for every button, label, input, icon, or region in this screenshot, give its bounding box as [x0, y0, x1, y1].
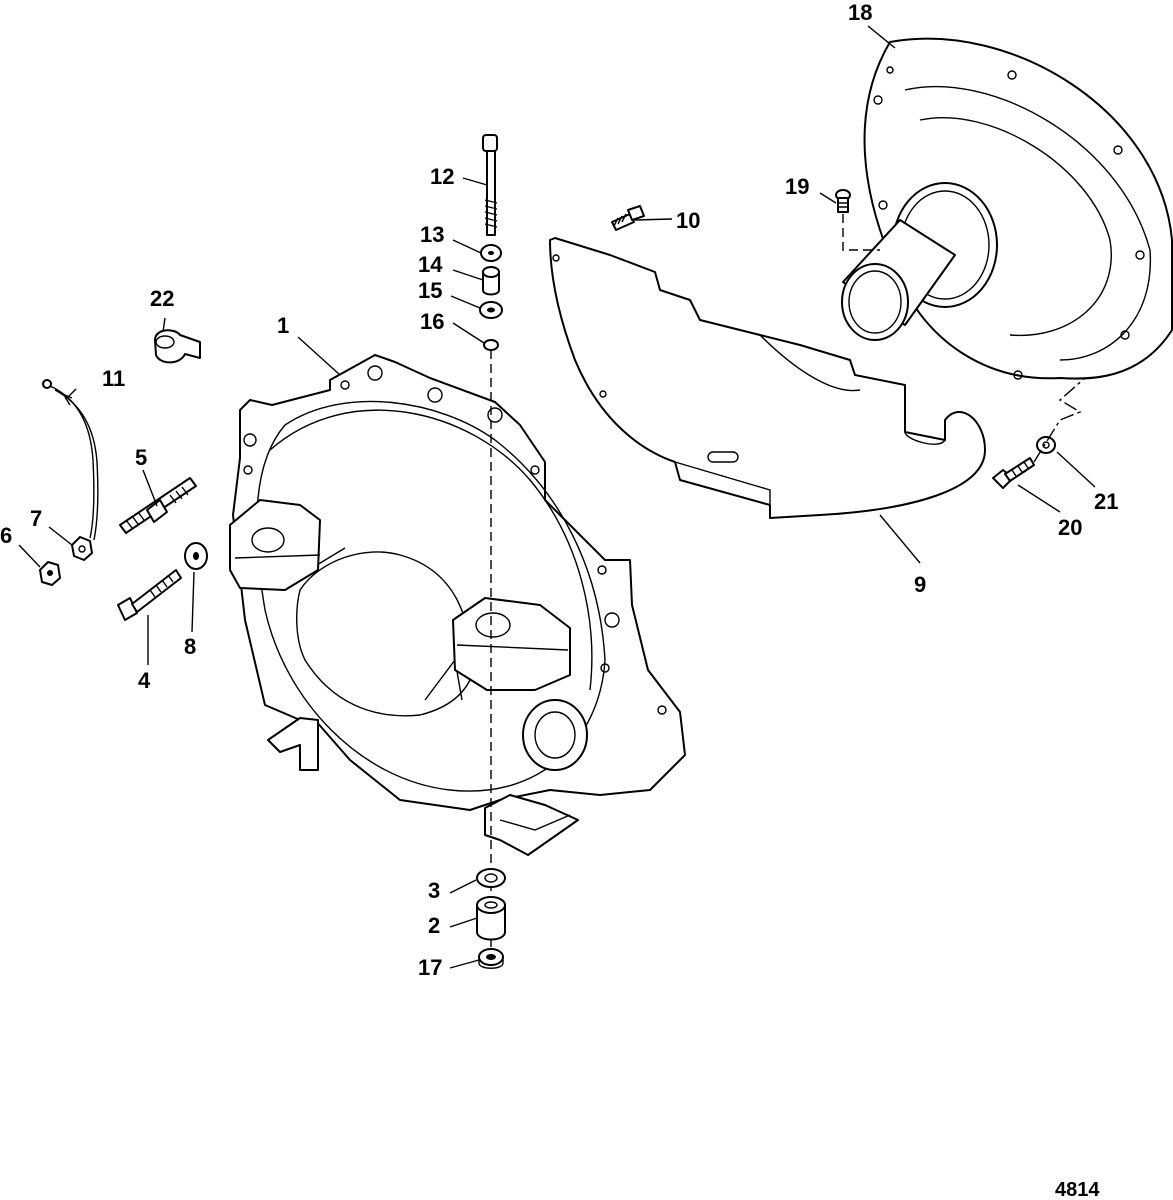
- leader-lines: [18, 25, 1096, 969]
- callout-8: 8: [184, 634, 196, 659]
- part-19-fitting: [835, 189, 851, 213]
- part-5-stud: [119, 477, 197, 534]
- part-15-washer-hole: [487, 307, 495, 313]
- part-8-washer: [184, 542, 208, 570]
- part-6-nut: [39, 561, 61, 586]
- callout-1: 1: [277, 313, 289, 338]
- callout-5: 5: [135, 445, 147, 470]
- callout-15: 15: [418, 278, 442, 303]
- part-13-washer-hole: [488, 251, 494, 255]
- callout-14: 14: [418, 252, 443, 277]
- callout-17: 17: [418, 955, 442, 980]
- callout-3: 3: [428, 878, 440, 903]
- callout-20: 20: [1058, 515, 1082, 540]
- part-21-washer-hole: [1042, 441, 1050, 449]
- part-20-bolt: [992, 457, 1035, 489]
- callout-21: 21: [1094, 489, 1118, 514]
- assembly-axis-20-21: [1033, 377, 1086, 463]
- part-7-nut: [71, 536, 93, 561]
- callout-6: 6: [0, 523, 12, 548]
- callout-11: 11: [102, 366, 125, 391]
- assembly-axis-19: [842, 214, 880, 251]
- callout-10: 10: [676, 208, 700, 233]
- callout-4: 4: [138, 668, 151, 693]
- part-22-clip: [154, 329, 201, 364]
- figure-number: 4814: [1055, 1179, 1100, 1200]
- part-10-screw: [611, 205, 645, 231]
- part-12-bolt: [482, 134, 498, 236]
- callout-16: 16: [420, 309, 444, 334]
- part-1-flywheel-housing: [229, 354, 686, 856]
- callout-2: 2: [428, 913, 440, 938]
- part-2-isolator: [476, 896, 506, 941]
- callout-22: 22: [150, 286, 174, 311]
- part-4-bolt: [117, 569, 182, 621]
- callout-18: 18: [848, 0, 872, 25]
- part-9-flywheel-cover: [549, 237, 986, 519]
- callout-13: 13: [420, 222, 444, 247]
- callout-7: 7: [30, 506, 42, 531]
- callout-19: 19: [785, 174, 809, 199]
- part-3-washer: [476, 868, 506, 888]
- part-14-spacer: [482, 266, 500, 296]
- part-17-nut: [478, 948, 504, 969]
- part-16-ring: [483, 339, 499, 351]
- callout-12: 12: [430, 164, 454, 189]
- part-18-output-housing: [841, 37, 1173, 380]
- part-11-ground-strap: [42, 379, 99, 541]
- part-21-washer: [1036, 436, 1056, 454]
- callout-9: 9: [914, 572, 926, 597]
- callout-labels: 18 1 12 13 14 15 16 10 19 22 11 5 7 6 8 …: [0, 0, 1118, 1200]
